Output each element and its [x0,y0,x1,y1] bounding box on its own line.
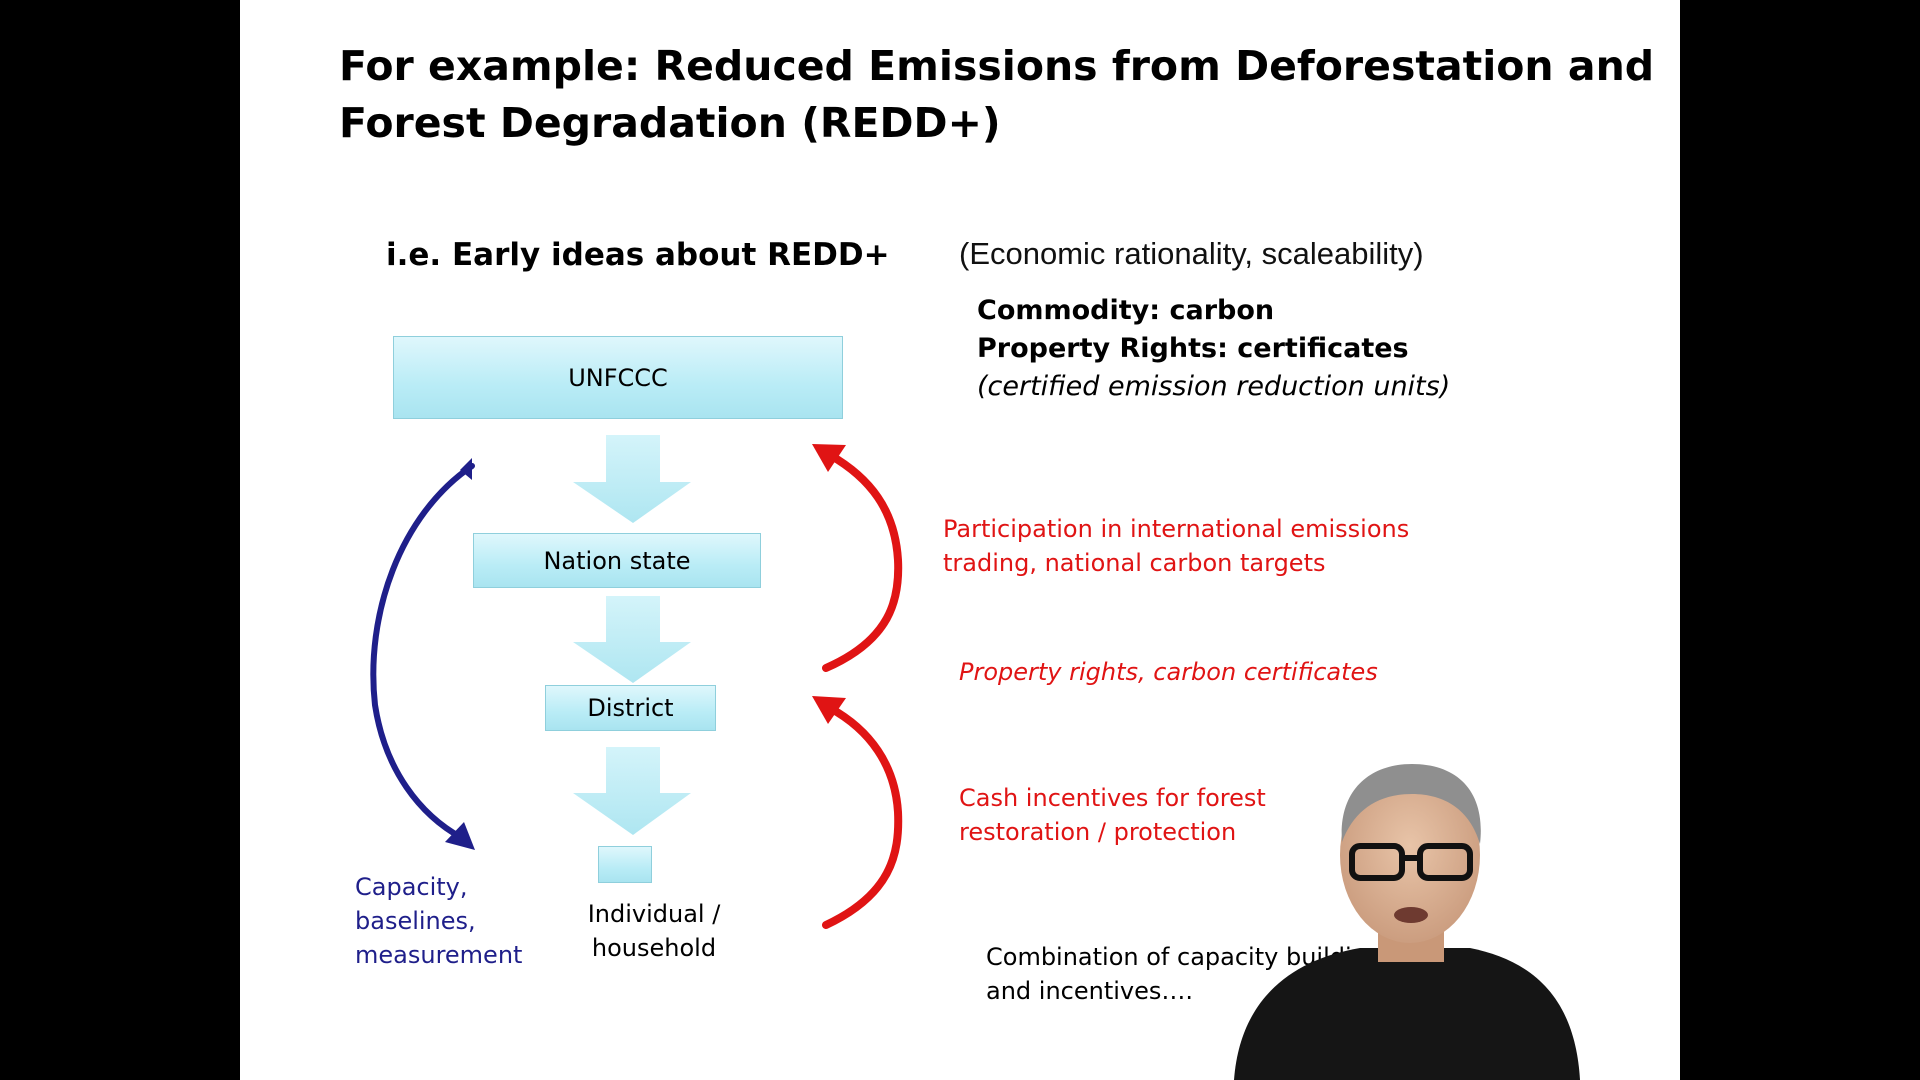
slide-title: For example: Reduced Emissions from Defo… [339,38,1655,152]
economic-note: (Economic rationality, scaleability) [959,236,1424,271]
certified-units-label: (certified emission reduction units) [977,371,1451,402]
individual-household-label: Individual / household [574,897,734,965]
capacity-label: Capacity, baselines, measurement [355,870,522,972]
cash-incentives-label: Cash incentives for forest restoration /… [959,781,1266,849]
property-rights-label: Property Rights: certificates [977,333,1409,364]
diagram-subtitle: i.e. Early ideas about REDD+ [386,237,890,273]
individual-label-line-1: Individual / [587,900,721,928]
red-curved-arrow-upper [822,451,903,672]
participation-line-2: trading, national carbon targets [943,549,1326,577]
capacity-line-1: Capacity, [355,873,468,901]
slide: For example: Reduced Emissions from Defo… [240,0,1680,1080]
red-arrowhead-upper [812,444,846,472]
presenter-mouth [1394,907,1428,923]
combination-line-1: Combination of capacity buildin [986,943,1367,971]
participation-label: Participation in international emissions… [943,512,1409,580]
district-box: District [545,685,716,731]
red-curved-arrow-lower [822,704,903,929]
blue-arrowhead [445,822,475,850]
cash-line-1: Cash incentives for forest [959,784,1266,812]
individual-box [598,846,652,883]
red-arrowhead-lower [812,696,846,724]
presenter-video [1234,764,1580,1080]
unfccc-box: UNFCCC [393,336,843,419]
blue-arrow-tail [460,458,472,480]
down-arrow-1 [573,435,691,523]
nation-state-box: Nation state [473,533,761,588]
presenter-shirt [1234,948,1580,1080]
glasses-icon [1349,843,1473,881]
slide-title-line-1: For example: Reduced Emissions from Defo… [339,42,1655,90]
nation-state-label: Nation state [543,546,691,575]
cash-line-2: restoration / protection [959,818,1237,846]
combination-line-2: and incentives…. [986,977,1194,1005]
unfccc-label: UNFCCC [568,363,668,392]
slide-title-line-2: Forest Degradation (REDD+) [339,99,1001,147]
individual-label-line-2: household [591,934,717,962]
participation-line-1: Participation in international emissions [943,515,1410,543]
commodity-label: Commodity: carbon [977,295,1275,326]
down-arrow-2 [573,596,691,683]
blue-curved-arrow [370,463,475,841]
combination-note: Combination of capacity buildin and ince… [986,940,1367,1008]
capacity-line-3: measurement [355,941,523,969]
presenter-hair [1341,764,1481,844]
diagram-arrows [370,435,903,929]
capacity-line-2: baselines, [355,907,476,935]
property-certificates-label: Property rights, carbon certificates [959,658,1378,686]
down-arrow-3 [573,747,691,835]
district-label: District [587,694,674,722]
